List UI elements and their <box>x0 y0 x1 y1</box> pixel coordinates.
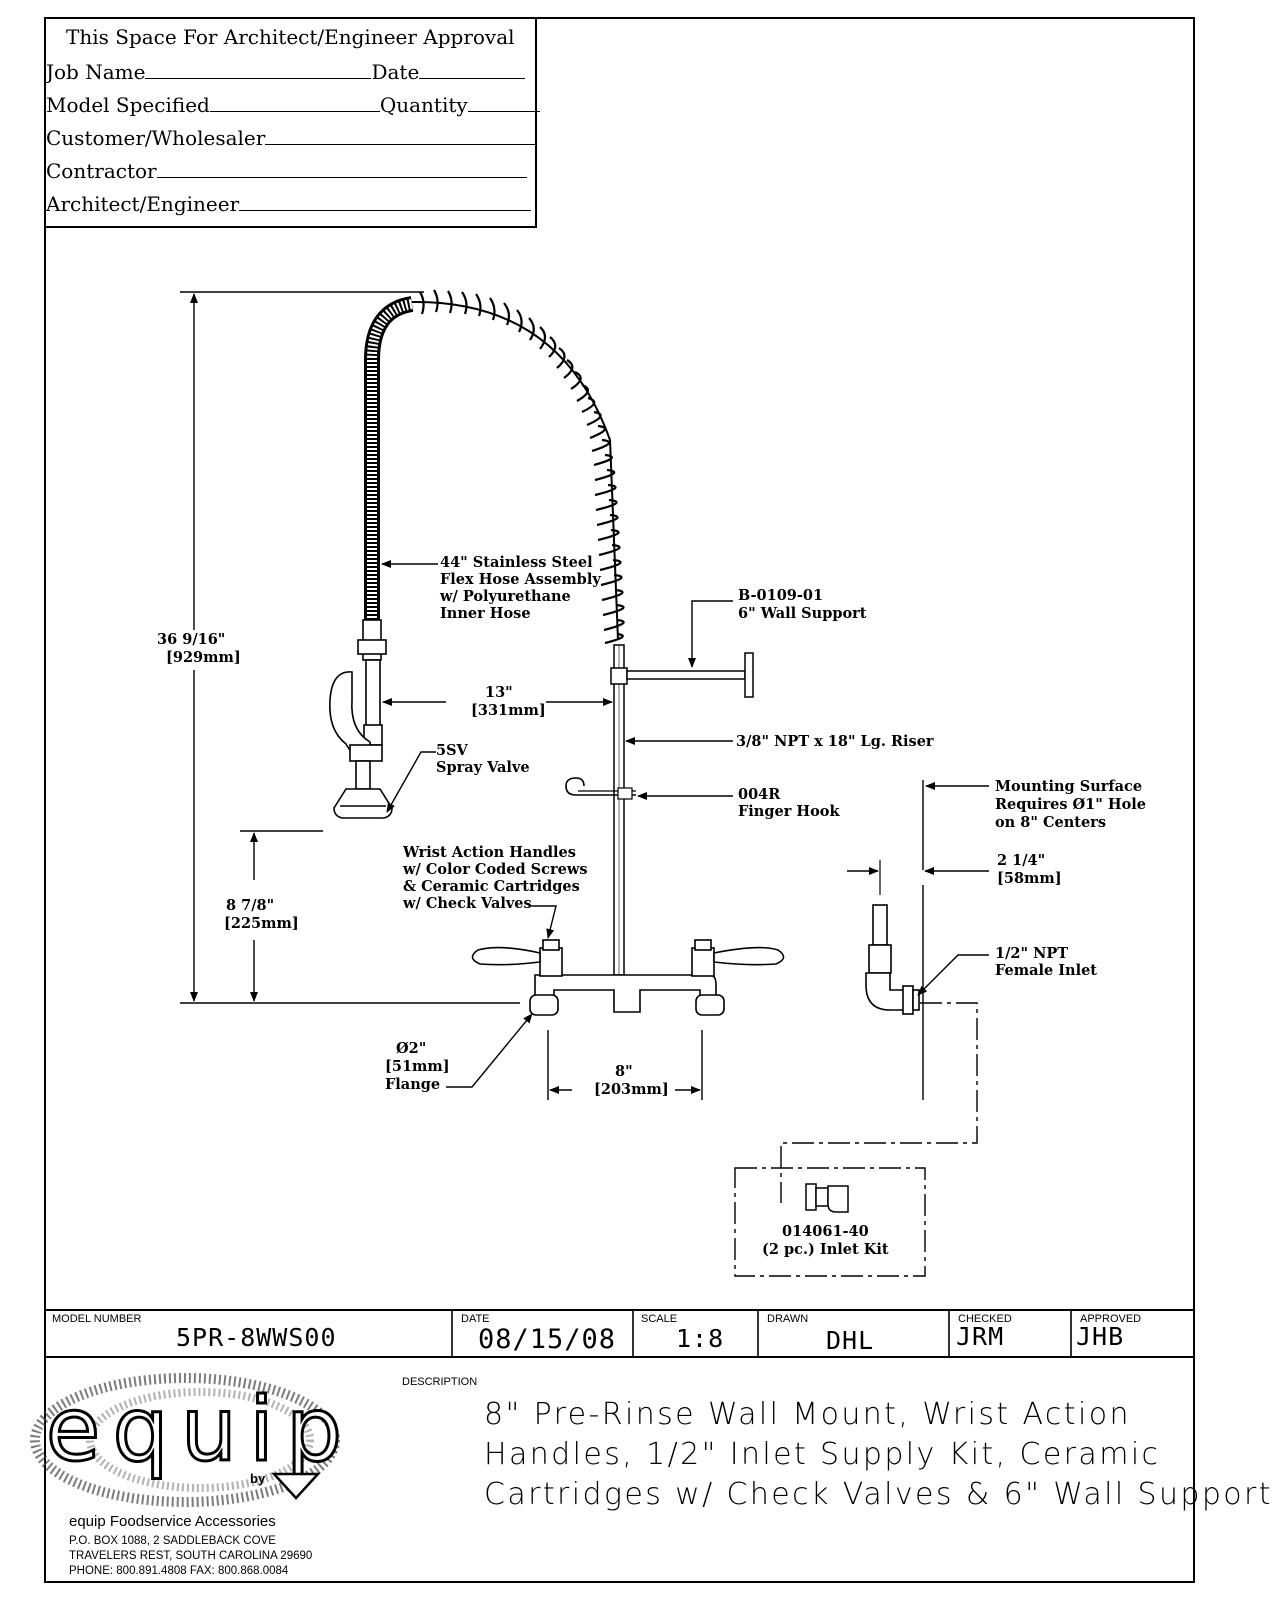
faucet-drawing: 44" Stainless Steel Flex Hose Assembly w… <box>30 289 1195 1507</box>
customer-label: Customer/Wholesaler <box>46 126 266 150</box>
height-dim-1: 36 9/16" <box>157 631 225 648</box>
support-callout-1: B-0109-01 <box>738 587 823 604</box>
contractor-label: Contractor <box>46 159 157 183</box>
date-field[interactable] <box>419 58 526 79</box>
drawn-label: DRAWN <box>767 1313 809 1325</box>
quantity-label: Quantity <box>379 93 468 117</box>
drawing-frame <box>44 17 1195 1583</box>
company-phone-fax: PHONE: 800.891.4808 FAX: 800.868.0084 <box>69 1565 289 1577</box>
customer-row: Customer/Wholesaler <box>46 124 538 150</box>
flange-callout-1: Ø2" <box>396 1040 426 1057</box>
date-label: Date <box>371 60 420 84</box>
job-name-label: Job Name <box>46 60 146 84</box>
hose-callout-4: Inner Hose <box>440 605 531 622</box>
date-value: 08/15/08 <box>478 1324 617 1355</box>
scale-label: SCALE <box>641 1313 678 1325</box>
wall-support-flange <box>744 652 754 698</box>
model-row: Model Specified Quantity <box>46 91 540 117</box>
handles-callout-4: w/ Check Valves <box>402 895 532 912</box>
offset-dim-1: 2 1/4" <box>997 852 1045 869</box>
description-line-2: Handles, 1/2" Inlet Supply Kit, Ceramic <box>484 1437 1161 1472</box>
spring-rings <box>419 289 625 645</box>
mount-callout-3: on 8" Centers <box>995 814 1106 831</box>
centers-dim-1: 8" <box>615 1063 633 1080</box>
job-name-field[interactable] <box>145 58 372 79</box>
model-specified-field[interactable] <box>209 91 380 112</box>
kit-callout-2: (2 pc.) Inlet Kit <box>762 1241 889 1258</box>
spray-valve <box>329 619 393 819</box>
company-address-1: P.O. BOX 1088, 2 SADDLEBACK COVE <box>69 1535 276 1547</box>
description-line-1: 8" Pre-Rinse Wall Mount, Wrist Action <box>484 1397 1131 1432</box>
checked-value: JRM <box>956 1322 1005 1351</box>
checked-label: CHECKED <box>958 1313 1012 1325</box>
reach-dim-2: [331mm] <box>471 702 546 719</box>
job-name-row: Job Name Date <box>46 58 526 84</box>
handles-callout-2: w/ Color Coded Screws <box>402 861 587 878</box>
centers-dim-2: [203mm] <box>594 1081 669 1098</box>
approval-title: This Space For Architect/Engineer Approv… <box>66 25 515 49</box>
riser-callout: 3/8" NPT x 18" Lg. Riser <box>736 733 934 750</box>
low-height-dim-2: [225mm] <box>224 915 299 932</box>
architect-field[interactable] <box>239 190 532 211</box>
kit-callout-1: 014061-40 <box>782 1223 869 1240</box>
support-callout-2: 6" Wall Support <box>738 605 867 622</box>
ts-logo-icon <box>271 1472 321 1500</box>
low-height-dim-1: 8 7/8" <box>226 897 274 914</box>
logo-by: by <box>250 1471 266 1486</box>
contractor-field[interactable] <box>156 157 527 178</box>
approved-label: APPROVED <box>1080 1313 1142 1325</box>
handles-callout-1: Wrist Action Handles <box>402 844 576 861</box>
scale-value: 1:8 <box>676 1324 725 1353</box>
company-address-2: TRAVELERS REST, SOUTH CAROLINA 29690 <box>69 1550 313 1562</box>
model-number-label: MODEL NUMBER <box>52 1313 142 1325</box>
reach-dim-1: 13" <box>485 684 513 701</box>
inlet-kit-box <box>734 1167 926 1277</box>
equip-logo: equip by <box>30 1373 344 1507</box>
flex-hose <box>364 296 414 626</box>
spray-callout-2: Spray Valve <box>436 759 530 776</box>
inlet-callout-1: 1/2" NPT <box>995 945 1068 962</box>
hose-callout-3: w/ Polyurethane <box>439 588 571 605</box>
model-specified-label: Model Specified <box>46 93 210 117</box>
logo-text: equip <box>46 1378 342 1481</box>
date-label: DATE <box>461 1313 490 1325</box>
company-name: equip Foodservice Accessories <box>69 1513 276 1530</box>
quantity-field[interactable] <box>467 91 540 112</box>
description-label: DESCRIPTION <box>402 1376 478 1388</box>
approved-value: JHB <box>1076 1322 1125 1351</box>
drawn-value: DHL <box>826 1326 875 1355</box>
model-number-value: 5PR-8WWS00 <box>176 1323 337 1352</box>
finger-hook <box>565 777 636 796</box>
architect-label: Architect/Engineer <box>46 192 240 216</box>
flange-callout-3: Flange <box>385 1076 440 1093</box>
architect-row: Architect/Engineer <box>46 190 532 216</box>
customer-field[interactable] <box>265 124 538 145</box>
side-view <box>865 904 920 1015</box>
contractor-row: Contractor <box>46 157 527 183</box>
hook-callout-1: 004R <box>738 786 781 803</box>
inlet-kit-leader <box>780 1002 978 1203</box>
wall-support-arm <box>626 670 746 680</box>
faucet-body <box>471 939 785 1016</box>
offset-dim-2: [58mm] <box>997 870 1062 887</box>
description-line-3: Cartridges w/ Check Valves & 6" Wall Sup… <box>484 1477 1273 1512</box>
spray-callout-1: 5SV <box>436 742 469 759</box>
handles-callout-3: & Ceramic Cartridges <box>403 878 580 895</box>
inlet-callout-2: Female Inlet <box>995 962 1097 979</box>
approval-box: This Space For Architect/Engineer Approv… <box>44 17 540 228</box>
height-dim-2: [929mm] <box>166 649 241 666</box>
flange-callout-2: [51mm] <box>385 1058 450 1075</box>
wall-support-collar <box>610 667 628 685</box>
mount-callout-1: Mounting Surface <box>995 778 1142 795</box>
hose-callout-1: 44" Stainless Steel <box>440 554 593 571</box>
hose-callout-2: Flex Hose Assembly <box>440 571 601 588</box>
mount-callout-2: Requires Ø1" Hole <box>995 796 1146 813</box>
inlet-kit-parts <box>805 1183 849 1213</box>
hook-callout-2: Finger Hook <box>738 803 840 820</box>
